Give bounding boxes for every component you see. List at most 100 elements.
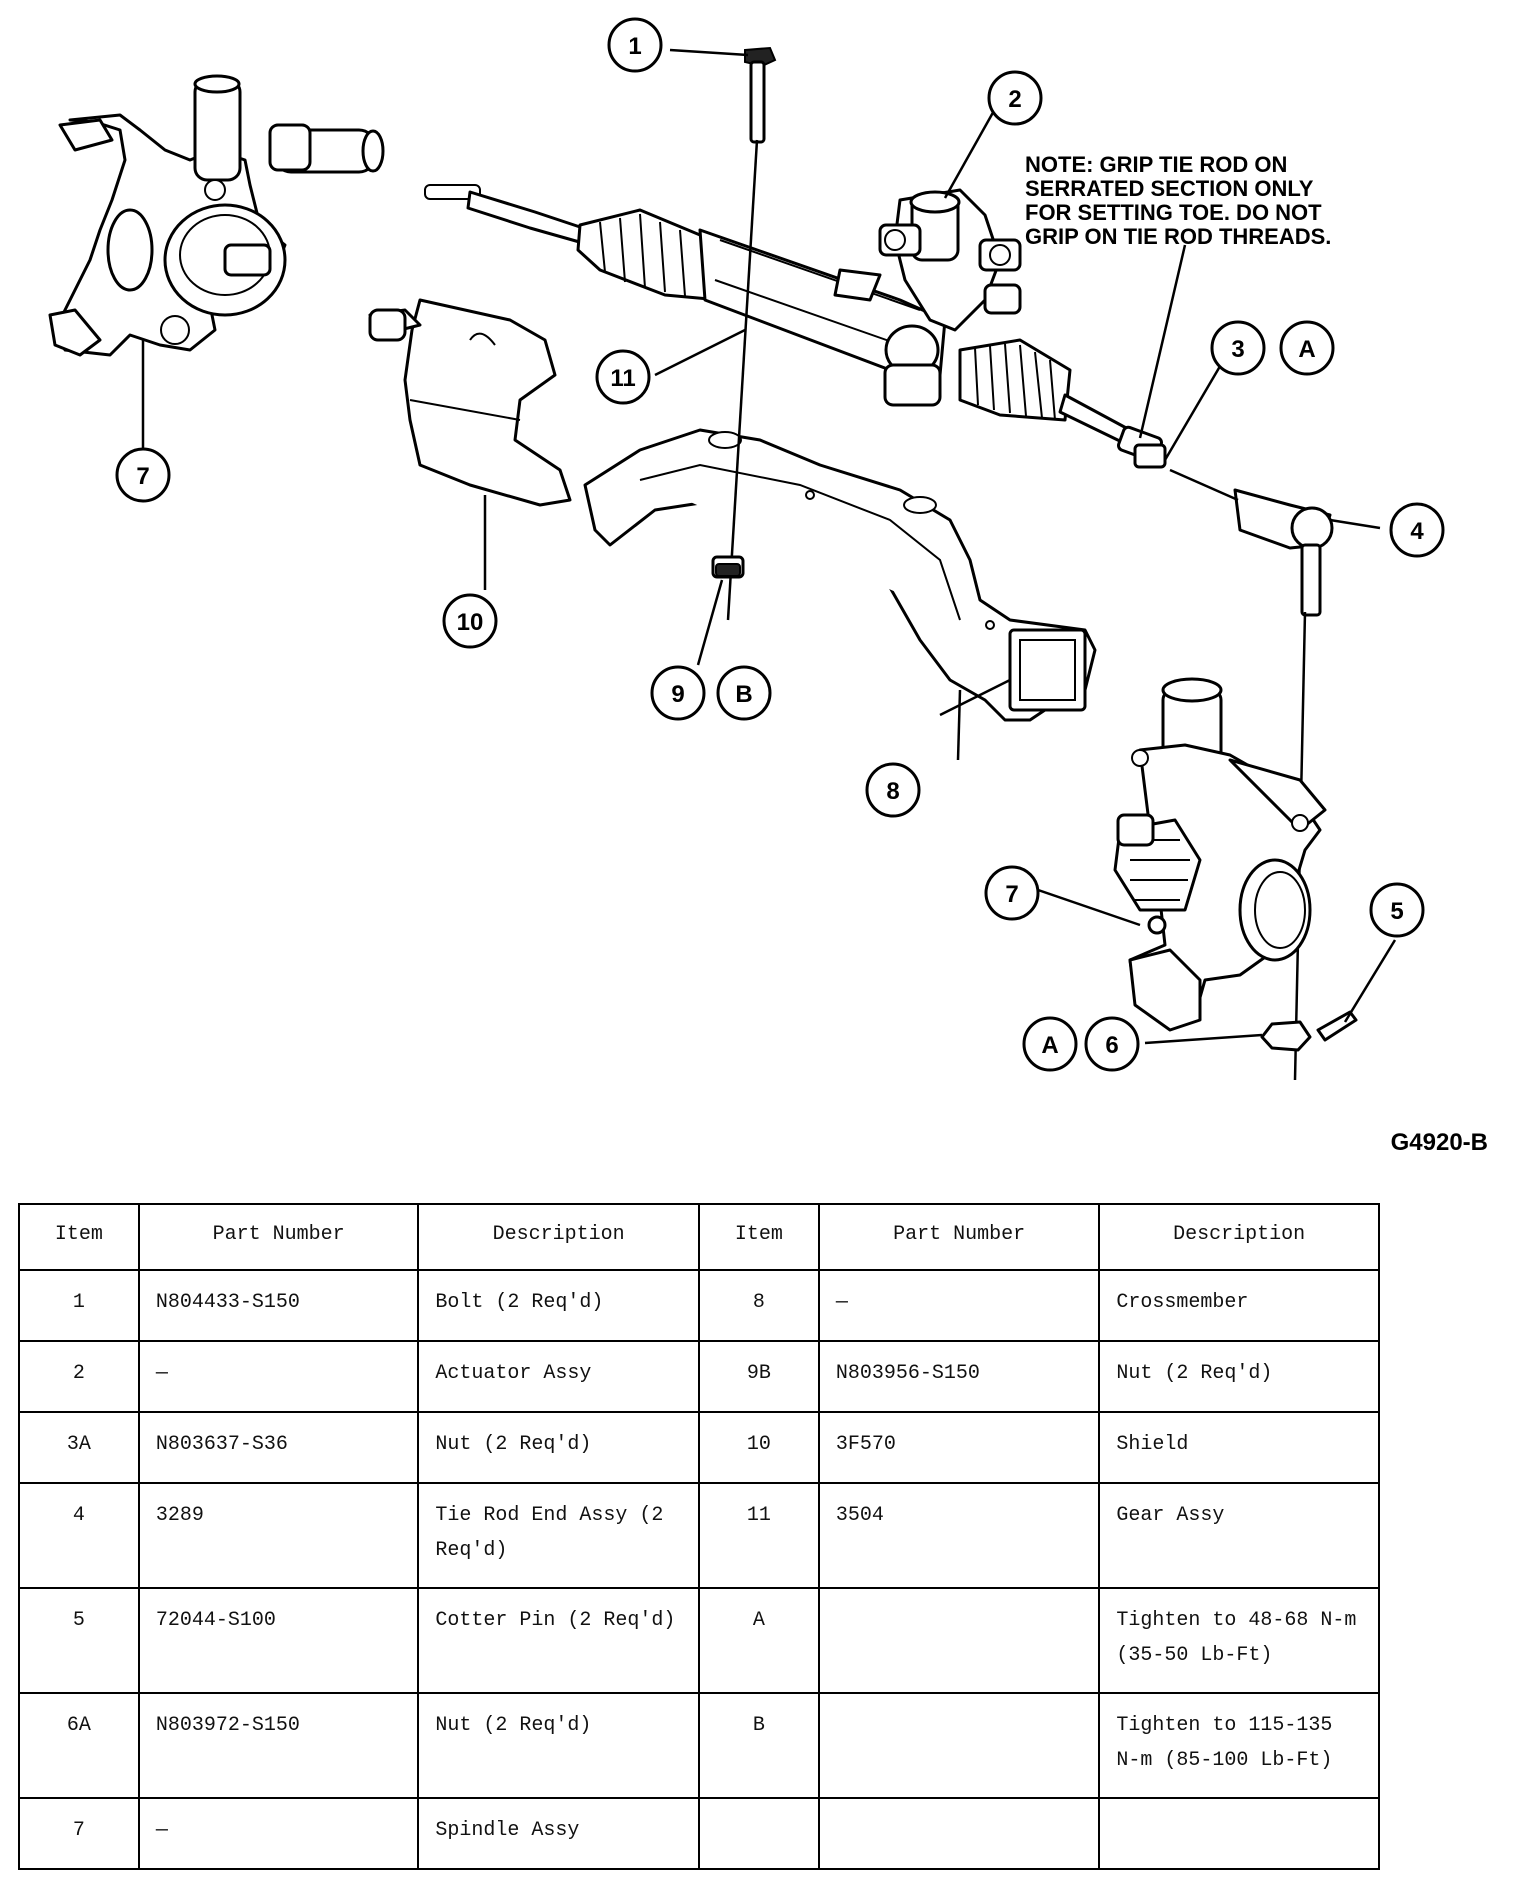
spindle-right [1113, 677, 1327, 1032]
callout-9-b: B [716, 665, 772, 721]
item-cell: 1 [18, 1269, 140, 1342]
description-cell: Cotter Pin (2 Req'd) [417, 1587, 700, 1694]
table-row: 4 3289 Tie Rod End Assy (2 Req'd) 11 350… [18, 1482, 1380, 1589]
svg-text:4: 4 [1410, 518, 1424, 545]
table-header-row: Item Part Number Description Item Part N… [18, 1203, 1380, 1271]
item-cell: 3A [18, 1411, 140, 1484]
description-cell: Gear Assy [1098, 1482, 1380, 1589]
svg-text:9: 9 [671, 681, 684, 708]
svg-text:B: B [735, 681, 752, 708]
table-row: 3A N803637-S36 Nut (2 Req'd) 10 3F570 Sh… [18, 1411, 1380, 1484]
part-number-cell: 3504 [817, 1482, 1101, 1589]
item-cell: 2 [18, 1340, 140, 1413]
table-row: 6A N803972-S150 Nut (2 Req'd) B Tighten … [18, 1692, 1380, 1799]
part-number-cell: 72044-S100 [137, 1587, 420, 1694]
callout-8: 8 [865, 762, 921, 818]
part-number-cell [817, 1587, 1101, 1694]
nut-9 [711, 555, 745, 579]
column-header: Item [697, 1203, 820, 1271]
column-header: Part Number [137, 1203, 420, 1271]
column-header: Part Number [817, 1203, 1101, 1271]
column-header: Description [417, 1203, 700, 1271]
exploded-diagram: 1 2 3 A 4 5 A 6 7 7 8 9 B 10 11 NOTE: GR… [48, 17, 1488, 1156]
item-cell: B [697, 1692, 820, 1799]
table-row: 1 N804433-S150 Bolt (2 Req'd) 8 — Crossm… [18, 1269, 1380, 1342]
parts-table: Item Part Number Description Item Part N… [18, 1203, 1380, 1870]
item-cell: 4 [18, 1482, 140, 1589]
callout-2: 2 [987, 70, 1043, 126]
svg-text:11: 11 [610, 365, 635, 392]
shield [368, 298, 572, 507]
svg-text:6: 6 [1105, 1032, 1118, 1059]
part-number-cell [817, 1797, 1101, 1870]
item-cell: 7 [18, 1797, 140, 1870]
description-cell: Nut (2 Req'd) [417, 1692, 700, 1799]
svg-text:1: 1 [628, 33, 641, 60]
description-cell: Crossmember [1098, 1269, 1380, 1342]
cotter-pin [1316, 1010, 1358, 1042]
description-cell: Nut (2 Req'd) [1098, 1340, 1380, 1413]
item-cell [697, 1797, 820, 1870]
description-cell: Tie Rod End Assy (2 Req'd) [417, 1482, 700, 1589]
callout-6-a: A [1022, 1016, 1078, 1072]
part-number-cell: — [137, 1340, 420, 1413]
callout-3: 3 [1210, 320, 1266, 376]
svg-text:A: A [1298, 336, 1315, 363]
description-cell [1098, 1797, 1380, 1870]
callout-11: 11 [595, 349, 651, 405]
part-number-cell: — [137, 1797, 420, 1870]
figure-id: G4920-B [1391, 1129, 1488, 1156]
svg-text:3: 3 [1231, 336, 1244, 363]
description-cell: Bolt (2 Req'd) [417, 1269, 700, 1342]
callout-10: 10 [442, 593, 498, 649]
svg-text:FOR SETTING TOE. DO NOT: FOR SETTING TOE. DO NOT [1025, 200, 1322, 225]
column-header: Item [18, 1203, 140, 1271]
castle-nut [1260, 1020, 1312, 1052]
svg-text:7: 7 [1005, 881, 1018, 908]
item-cell: 8 [697, 1269, 820, 1342]
description-cell: Actuator Assy [417, 1340, 700, 1413]
note: NOTE: GRIP TIE ROD ON SERRATED SECTION O… [1025, 152, 1331, 249]
description-cell: Tighten to 48-68 N-m (35-50 Lb-Ft) [1098, 1587, 1380, 1694]
item-cell: 11 [697, 1482, 820, 1589]
svg-text:SERRATED SECTION ONLY: SERRATED SECTION ONLY [1025, 176, 1314, 201]
description-cell: Nut (2 Req'd) [417, 1411, 700, 1484]
part-number-cell: N803956-S150 [817, 1340, 1101, 1413]
description-cell: Shield [1098, 1411, 1380, 1484]
callout-4: 4 [1389, 502, 1445, 558]
item-cell: 9B [697, 1340, 820, 1413]
item-cell: A [697, 1587, 820, 1694]
part-number-cell: — [817, 1269, 1101, 1342]
svg-text:A: A [1041, 1032, 1058, 1059]
callout-9: 9 [650, 665, 706, 721]
item-cell: 10 [697, 1411, 820, 1484]
svg-text:7: 7 [136, 463, 149, 490]
callout-1: 1 [607, 17, 663, 73]
part-number-cell: N804433-S150 [137, 1269, 420, 1342]
callout-7-left: 7 [115, 447, 171, 503]
spindle-left [48, 74, 385, 357]
svg-text:5: 5 [1390, 898, 1403, 925]
svg-text:10: 10 [457, 609, 484, 636]
svg-text:NOTE: GRIP TIE ROD ON: NOTE: GRIP TIE ROD ON [1025, 152, 1287, 177]
svg-text:8: 8 [886, 778, 899, 805]
column-header: Description [1098, 1203, 1380, 1271]
table-row: 5 72044-S100 Cotter Pin (2 Req'd) A Tigh… [18, 1587, 1380, 1694]
part-number-cell: 3F570 [817, 1411, 1101, 1484]
tie-rod-end [1133, 443, 1334, 617]
callout-6: 6 [1084, 1016, 1140, 1072]
steering-gear-assembly [424, 184, 1163, 463]
item-cell: 5 [18, 1587, 140, 1694]
callout-7-right: 7 [984, 865, 1040, 921]
item-cell: 6A [18, 1692, 140, 1799]
bolt [744, 46, 777, 144]
part-number-cell: N803637-S36 [137, 1411, 420, 1484]
callout-5: 5 [1369, 882, 1425, 938]
svg-text:GRIP ON TIE ROD THREADS.: GRIP ON TIE ROD THREADS. [1025, 224, 1331, 249]
description-cell: Tighten to 115-135 N-m (85-100 Lb-Ft) [1098, 1692, 1380, 1799]
svg-text:2: 2 [1008, 86, 1021, 113]
description-cell: Spindle Assy [417, 1797, 700, 1870]
table-row: 7 — Spindle Assy [18, 1797, 1380, 1870]
crossmember [583, 428, 1097, 722]
part-number-cell: 3289 [137, 1482, 420, 1589]
